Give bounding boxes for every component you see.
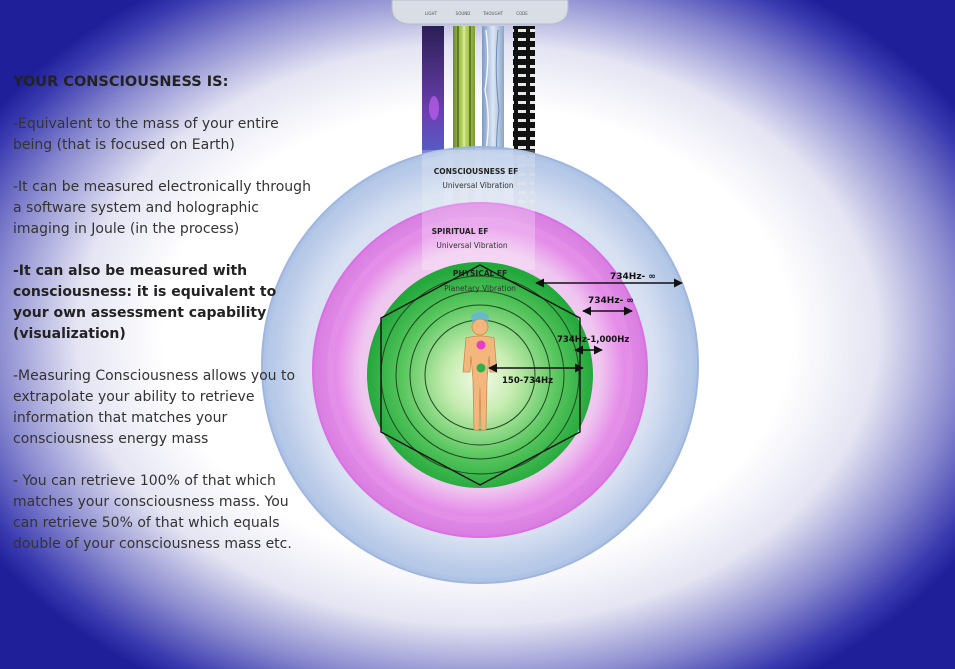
panel-paragraph-measured-electronically: -It can be measured electronically throu… <box>13 179 311 237</box>
top-bar-label-code: CODE <box>516 11 528 16</box>
top-bar-label-sound: SOUND <box>456 11 471 16</box>
panel-heading: YOUR CONSCIOUSNESS IS: <box>13 74 229 90</box>
panel-paragraph-extrapolate: -Measuring Consciousness allows you to e… <box>13 368 296 447</box>
spiritual-field-subtitle: Universal Vibration <box>436 241 508 250</box>
light-beam-glow <box>429 96 439 120</box>
panel-paragraph-mass: -Equivalent to the mass of your entire b… <box>13 116 279 153</box>
panel-paragraph-measured-consciousness: -It can also be measured with consciousn… <box>13 263 277 342</box>
core-frequency-label: 150-734Hz <box>502 376 553 386</box>
physical-field-subtitle: Planetary Vibration <box>444 284 516 293</box>
spiritual-field-title: SPIRITUAL EF <box>432 227 489 236</box>
inner-frequency-label: 734Hz-1,000Hz <box>557 335 629 345</box>
top-bar <box>391 0 569 25</box>
physical-field-title: PHYSICAL EF <box>453 269 507 278</box>
text-panel: YOUR CONSCIOUSNESS IS: -Equivalent to th… <box>13 72 313 576</box>
consciousness-field-subtitle: Universal Vibration <box>442 181 514 190</box>
outer-frequency-label: 734Hz- ∞ <box>610 272 656 282</box>
hexagon-outline <box>380 264 581 486</box>
consciousness-field-title: CONSCIOUSNESS EF <box>434 167 518 176</box>
panel-paragraph-retrieve: - You can retrieve 100% of that which ma… <box>13 473 292 552</box>
human-figure-icon <box>462 312 498 431</box>
top-bar-label-thought: THOUGHT <box>482 11 504 16</box>
middle-frequency-label: 734Hz- ∞ <box>588 296 634 306</box>
top-bar-label-light: LIGHT <box>425 11 438 16</box>
